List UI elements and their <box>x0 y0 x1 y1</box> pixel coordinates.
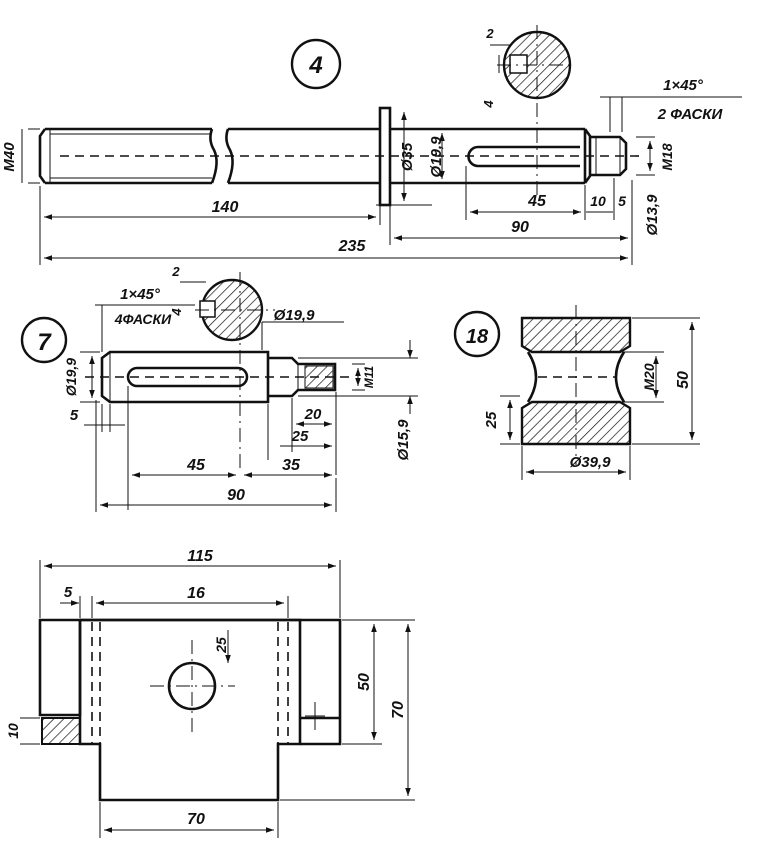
chamfer-count-7: 4ФАСКИ <box>114 311 172 327</box>
dim-m11: M11 <box>362 365 376 388</box>
key-depth-2-top: 2 <box>485 26 494 41</box>
dim-d35: Ø35 <box>399 142 416 171</box>
dim-50-bracket: 50 <box>356 673 373 691</box>
part-4-shaft: 4 M40 140 235 <box>1 25 742 265</box>
dim-d15-9: Ø15,9 <box>395 419 412 461</box>
dim-m18: M18 <box>659 143 675 170</box>
dim-235: 235 <box>338 238 367 255</box>
dim-25-bracket: 25 <box>213 637 229 654</box>
key-width-4-mid: 4 <box>169 308 184 317</box>
dim-16: 16 <box>187 585 205 602</box>
dim-70-right: 70 <box>390 701 407 719</box>
dim-25-nut: 25 <box>483 411 500 429</box>
dim-d19-9-mid: Ø19,9 <box>274 307 316 324</box>
dim-5-mid: 5 <box>70 407 79 424</box>
key-depth-2-mid: 2 <box>171 264 180 279</box>
key-width-4-top: 4 <box>481 100 496 109</box>
dim-45-top: 45 <box>527 193 547 210</box>
dim-90-mid: 90 <box>227 487 245 504</box>
dim-d19-9-left: Ø19,9 <box>63 358 79 396</box>
dim-140: 140 <box>212 199 239 216</box>
dim-35: 35 <box>282 457 301 474</box>
dim-10-bracket: 10 <box>5 723 21 739</box>
part-4-number-circle <box>290 38 342 90</box>
chamfer-label-7: 1×45° <box>120 286 161 303</box>
dim-d39-9: Ø39,9 <box>570 454 612 471</box>
dim-d13-9: Ø13,9 <box>644 194 661 236</box>
chamfer-count-4: 2 ФАСКИ <box>657 106 724 123</box>
dim-70-bottom: 70 <box>187 811 205 828</box>
dim-25-mid: 25 <box>291 428 309 445</box>
dim-5-bracket: 5 <box>64 584 73 601</box>
part-18-nut: 18 50 M20 25 Ø39,9 <box>453 305 700 480</box>
dim-115: 115 <box>187 548 214 565</box>
dim-m40: M40 <box>1 142 18 172</box>
part-18-number: 18 <box>466 326 489 348</box>
dim-m20: M20 <box>641 363 657 390</box>
dim-d19-9-top: Ø19,9 <box>428 136 445 178</box>
part-7-shaft: 7 1×45° 4ФАСКИ 2 4 Ø19,9 Ø19,9 5 20 <box>20 264 418 512</box>
dim-5-top: 5 <box>618 193 626 209</box>
part-18-number-circle <box>453 310 501 358</box>
dim-20: 20 <box>304 406 322 423</box>
chamfer-label-4: 1×45° <box>663 77 704 94</box>
dim-10: 10 <box>590 193 606 209</box>
dim-90-top: 90 <box>511 219 529 236</box>
part-4-number: 4 <box>308 52 322 79</box>
dim-50-nut: 50 <box>675 371 692 389</box>
part-7-number-circle <box>20 316 68 364</box>
part-7-number: 7 <box>37 329 52 356</box>
bracket-part: 115 5 16 25 50 70 10 70 <box>5 548 415 838</box>
dim-45-mid: 45 <box>186 457 206 474</box>
